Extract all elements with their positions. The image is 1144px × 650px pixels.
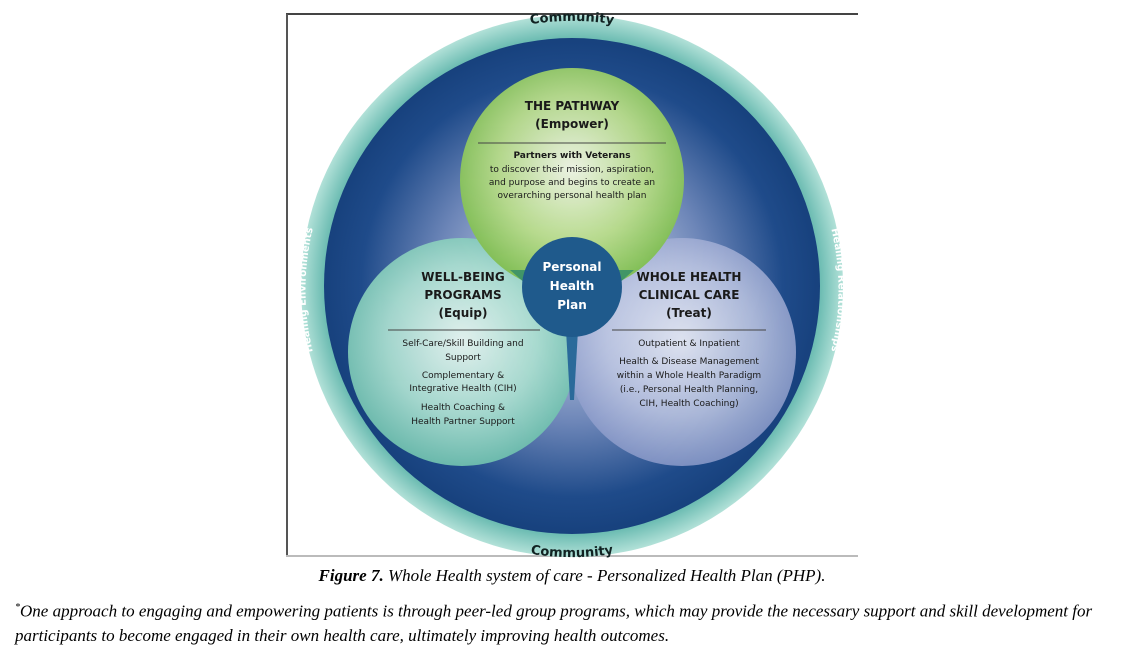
clinical-line: Outpatient & Inpatient bbox=[638, 339, 740, 349]
clinical-line: CIH, Health Coaching) bbox=[639, 399, 738, 409]
figure-caption-text: Whole Health system of care - Personaliz… bbox=[383, 566, 826, 585]
pathway-circle bbox=[460, 68, 684, 292]
clinical-circle bbox=[568, 238, 796, 466]
center-line: Plan bbox=[557, 298, 587, 312]
pathway-partners: Partners with Veterans bbox=[513, 151, 630, 161]
overlap-stem bbox=[566, 330, 578, 400]
pathway-line: and purpose and begins to create an bbox=[489, 178, 655, 188]
wellbeing-text: WELL-BEING PROGRAMS (Equip) Self-Care/Sk… bbox=[388, 270, 540, 427]
footnote-text: One approach to engaging and empowering … bbox=[15, 601, 1093, 645]
center-line: Personal bbox=[543, 260, 602, 274]
center-line: Health bbox=[550, 279, 595, 293]
ring-label-bottom: Community bbox=[530, 543, 615, 560]
personal-health-plan-circle bbox=[522, 237, 622, 337]
wellbeing-line: Health Partner Support bbox=[411, 417, 515, 427]
wellbeing-line: Support bbox=[445, 353, 481, 363]
clinical-line: (i.e., Personal Health Planning, bbox=[620, 385, 758, 395]
clinical-line: within a Whole Health Paradigm bbox=[617, 371, 761, 381]
pathway-line: to discover their mission, aspiration, bbox=[490, 165, 654, 175]
wellbeing-subtitle: (Equip) bbox=[438, 306, 487, 320]
pathway-text: THE PATHWAY (Empower) Partners with Vete… bbox=[478, 99, 666, 201]
wellbeing-title: PROGRAMS bbox=[424, 288, 501, 302]
whole-health-diagram: Community Community Healing Environments… bbox=[286, 10, 858, 560]
clinical-title: CLINICAL CARE bbox=[639, 288, 740, 302]
clinical-text: WHOLE HEALTH CLINICAL CARE (Treat) Outpa… bbox=[612, 270, 766, 409]
wellbeing-line: Health Coaching & bbox=[421, 403, 505, 413]
wellbeing-circle bbox=[348, 238, 576, 466]
center-text: Personal Health Plan bbox=[543, 260, 602, 312]
pathway-line: overarching personal health plan bbox=[497, 191, 646, 201]
ring-label-top: Community bbox=[529, 10, 616, 28]
clinical-title: WHOLE HEALTH bbox=[637, 270, 742, 284]
clinical-subtitle: (Treat) bbox=[666, 306, 712, 320]
footnote-mark: * bbox=[15, 602, 20, 613]
figure-label: Figure 7. bbox=[318, 566, 384, 585]
wellbeing-line: Self-Care/Skill Building and bbox=[402, 339, 523, 349]
pathway-subtitle: (Empower) bbox=[535, 117, 609, 131]
pathway-title: THE PATHWAY bbox=[525, 99, 620, 113]
clinical-line: Health & Disease Management bbox=[619, 357, 759, 367]
wellbeing-line: Complementary & bbox=[422, 371, 504, 381]
footnote: *One approach to engaging and empowering… bbox=[15, 596, 1140, 648]
wellbeing-line: Integrative Health (CIH) bbox=[409, 384, 516, 394]
wellbeing-title: WELL-BEING bbox=[421, 270, 504, 284]
figure-caption: Figure 7. Whole Health system of care - … bbox=[0, 566, 1144, 586]
